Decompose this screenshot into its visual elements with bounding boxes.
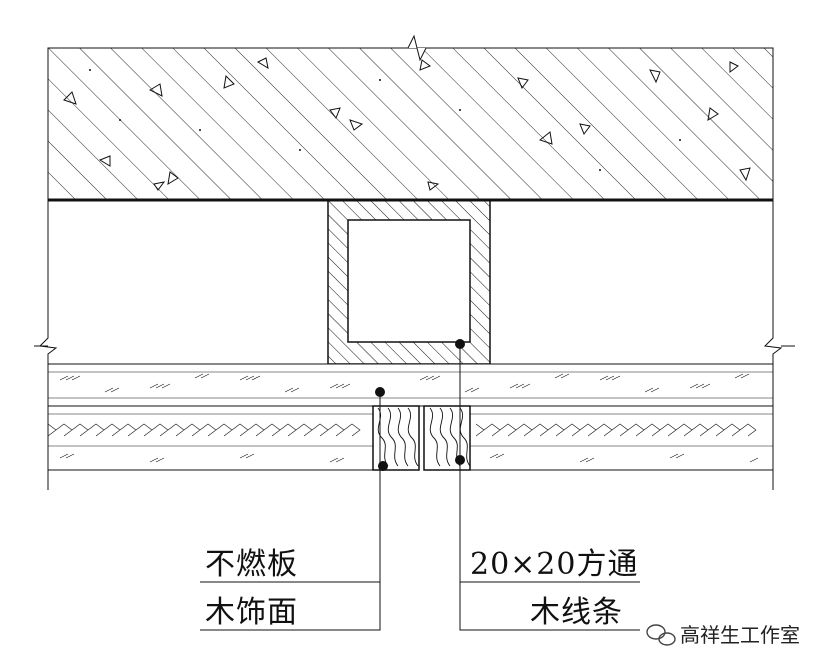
concrete-slab — [47, 34, 774, 202]
watermark-text: 高祥生工作室 — [680, 623, 800, 647]
cavity-edges — [34, 200, 795, 364]
non-combustible-board — [47, 363, 774, 407]
wood-veneer — [47, 405, 774, 490]
label-wood-strip: 木线条 — [530, 595, 623, 630]
wood-strips — [372, 405, 471, 471]
watermark: 高祥生工作室 — [646, 623, 800, 647]
square-tube-20x20 — [327, 199, 491, 365]
leader-dots — [375, 339, 465, 471]
label-wood-veneer: 木饰面 — [205, 595, 298, 630]
leader-lines — [200, 344, 640, 631]
label-square-tube: 20×20方通 — [470, 547, 638, 582]
label-non-combustible-board: 不燃板 — [205, 547, 298, 582]
wechat-icon — [646, 624, 676, 646]
